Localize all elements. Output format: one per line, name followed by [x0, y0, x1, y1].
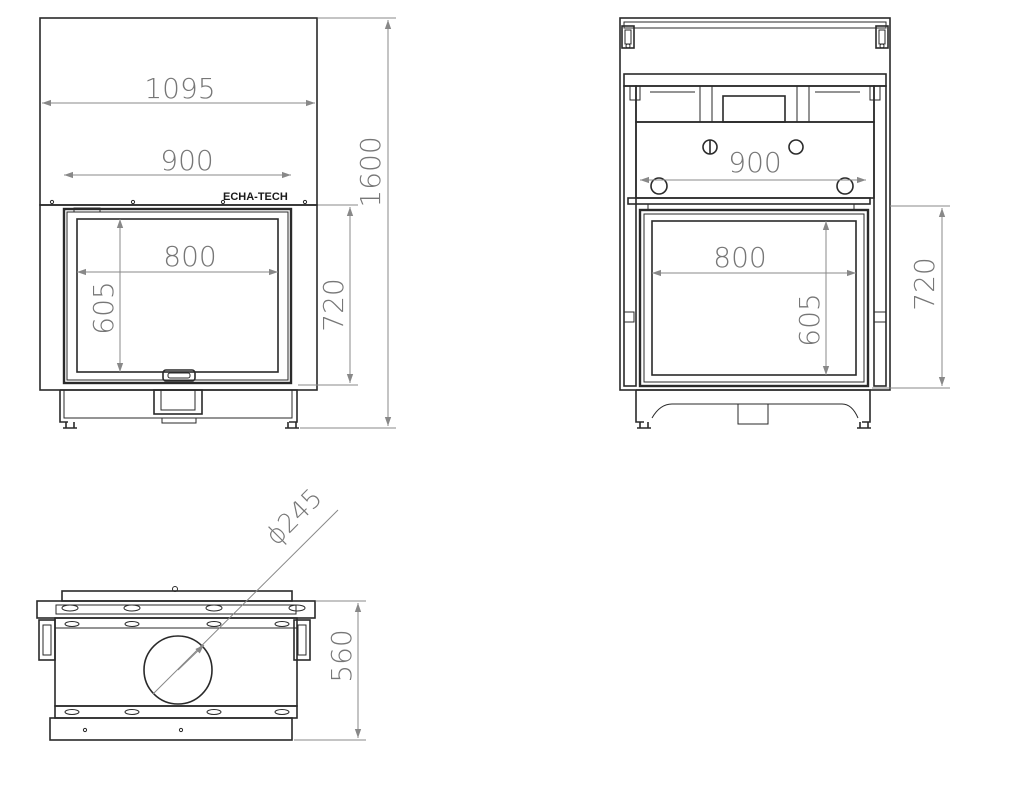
- dim-line-diameter-arrow: [177, 644, 205, 671]
- rear-base-intake: [737, 403, 769, 425]
- dim-line-diameter: [152, 509, 339, 695]
- top-front-plate: [54, 705, 298, 719]
- bracket-icon: [621, 25, 635, 49]
- slot-icon: [274, 621, 290, 627]
- front-base-outline: [59, 389, 298, 423]
- rear-upper-band: [623, 73, 887, 87]
- front-door-frame: [62, 207, 293, 385]
- screw-icon: [82, 727, 88, 733]
- slot-icon: [206, 709, 222, 715]
- dim-flue-diameter-label: ϕ245: [260, 483, 328, 551]
- top-view: ϕ245 560: [36, 483, 366, 741]
- screw-icon: [178, 727, 184, 733]
- screw-icon: [49, 199, 55, 205]
- front-body-outline: [39, 204, 318, 391]
- dim-rear-glass-height: 605: [793, 293, 826, 346]
- rear-side-latch: [873, 311, 887, 323]
- dim-rear-door-height: 720: [908, 257, 941, 310]
- top-door-plate: [49, 717, 293, 741]
- screw-icon: [302, 199, 308, 205]
- flue-hole-icon: [788, 139, 804, 155]
- top-rear-plate: [36, 600, 316, 619]
- foot-icon: [63, 422, 77, 429]
- slot-icon: [205, 604, 223, 612]
- bracket-icon: [293, 619, 311, 661]
- screw-icon: [220, 199, 226, 205]
- slot-icon: [124, 709, 140, 715]
- dim-overall-width: 1095: [144, 72, 215, 105]
- brand-label: ECHA-TECH: [223, 191, 288, 203]
- rear-door-frame: [638, 208, 870, 388]
- rear-top-strip: [623, 21, 887, 29]
- dim-opening-width: 900: [160, 144, 213, 177]
- door-handle-icon: [162, 369, 196, 382]
- dim-rear-glass-width: 800: [713, 241, 766, 274]
- slot-icon: [124, 621, 140, 627]
- slot-icon: [274, 709, 290, 715]
- dim-depth: 560: [325, 629, 358, 682]
- foot-icon: [857, 422, 871, 429]
- slot-icon: [206, 621, 222, 627]
- rear-convection-ribs: [650, 86, 860, 122]
- front-air-slot: [161, 417, 197, 424]
- svg-text:ϕ245: ϕ245: [260, 483, 328, 551]
- top-rear-flange: [61, 590, 293, 602]
- rear-convection-box: [635, 85, 875, 123]
- rear-side-latch: [623, 311, 635, 323]
- foot-icon: [285, 422, 299, 429]
- dim-door-height: 720: [317, 278, 350, 331]
- rear-rail-clips: [629, 86, 881, 101]
- slot-icon: [61, 604, 79, 612]
- front-door-inner-frame: [66, 211, 289, 381]
- bracket-icon: [875, 25, 889, 49]
- flue-collar-icon: [143, 635, 213, 705]
- dim-total-height: 1600: [354, 136, 387, 207]
- dim-glass-height: 605: [87, 281, 120, 334]
- rear-base-outline: [635, 389, 871, 423]
- dim-rear-opening-width: 900: [728, 146, 781, 179]
- top-body: [54, 617, 298, 707]
- rear-lintel: [627, 197, 871, 205]
- top-sensor-icon: [172, 586, 178, 592]
- front-hinge: [73, 207, 101, 213]
- front-air-intake-inner: [160, 389, 196, 411]
- bracket-icon: [38, 619, 56, 661]
- top-rear-plate-inner: [55, 604, 297, 615]
- slot-icon: [288, 604, 306, 612]
- foot-icon: [637, 422, 651, 429]
- rear-control-panel: [722, 95, 786, 123]
- rear-view: 900 800 605 720: [619, 17, 950, 429]
- front-glass-pane: [76, 218, 279, 373]
- rear-base-arch: [651, 403, 859, 419]
- slot-icon: [64, 621, 80, 627]
- rear-glass-pane: [651, 220, 857, 376]
- rear-door-inner: [643, 213, 865, 383]
- door-handle-grip: [167, 372, 191, 379]
- rear-left-rail: [623, 85, 637, 387]
- dim-glass-width: 800: [163, 240, 216, 273]
- slot-icon: [64, 709, 80, 715]
- screw-icon: [130, 199, 136, 205]
- rear-right-rail: [873, 85, 887, 387]
- front-view: ECHA-TECH 1095 900 800 605 720 1600: [39, 17, 396, 429]
- slot-icon: [123, 604, 141, 612]
